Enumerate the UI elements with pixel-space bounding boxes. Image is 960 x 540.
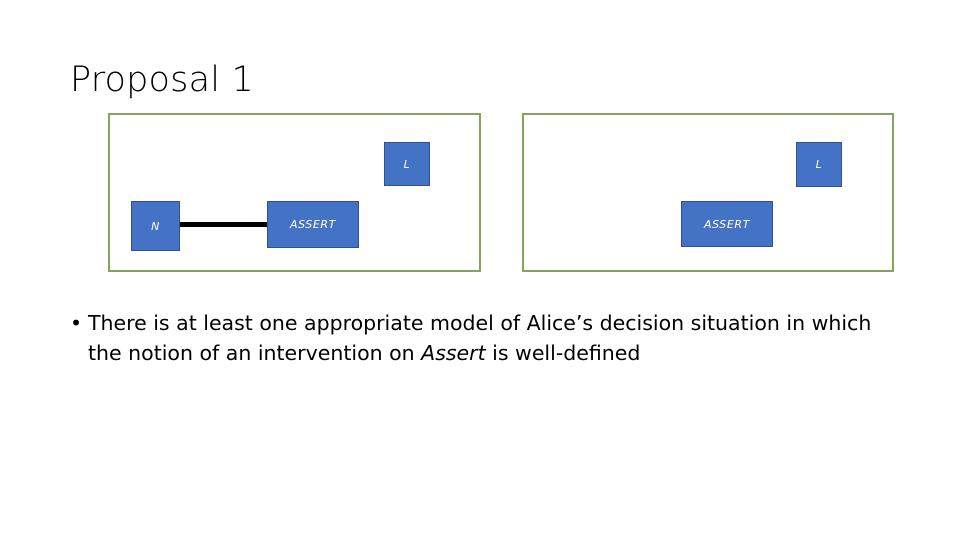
model-graph-right-panel: L ASSERT — [522, 113, 894, 272]
list-item: •There is at least one appropriate model… — [66, 308, 896, 368]
edge-n-to-assert — [180, 222, 268, 227]
bullet-icon: • — [70, 311, 83, 335]
bullet-text-after: is well-defined — [485, 341, 641, 365]
node-left-l[interactable]: L — [384, 142, 430, 186]
page-title: Proposal 1 — [70, 60, 254, 100]
bullet-text-before: There is at least one appropriate model … — [88, 311, 872, 365]
node-left-assert[interactable]: ASSERT — [267, 201, 359, 248]
body-bullet-list: •There is at least one appropriate model… — [66, 308, 896, 368]
model-graph-left-panel: L N ASSERT — [108, 113, 481, 272]
node-right-l[interactable]: L — [796, 142, 842, 187]
node-right-assert[interactable]: ASSERT — [681, 201, 773, 247]
bullet-text-emphasis: Assert — [421, 341, 486, 365]
node-left-n[interactable]: N — [131, 201, 180, 251]
